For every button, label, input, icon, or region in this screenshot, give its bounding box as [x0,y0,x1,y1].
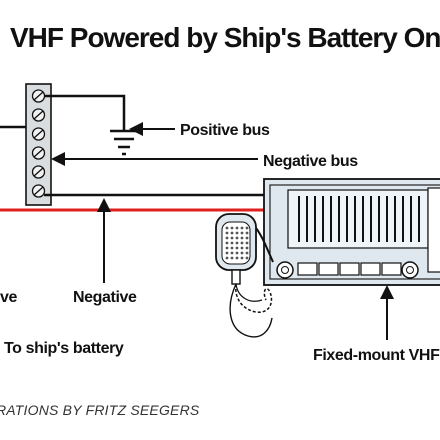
radio-knob [276,261,294,279]
diagram-title: VHF Powered by Ship's Battery Only [10,22,440,53]
battery-label: To ship's battery [4,340,124,357]
terminal-screw [31,89,46,103]
ground-icon [110,129,138,156]
terminal-screw [31,184,46,198]
speaker-grille [298,196,420,242]
positive-bus-label: Positive bus [180,122,270,139]
terminal-screw [31,146,46,160]
terminal-screw [31,108,46,122]
negative-label: Negative [73,289,137,306]
radio-knob [401,261,419,279]
illustration-credit: RATIONS BY FRITZ SEEGERS [0,402,200,418]
terminal-block-icon [25,83,52,206]
radio-button-row [297,262,402,276]
radio-label: Fixed-mount VHF r [313,347,440,364]
terminal-screw [31,165,46,179]
vhf-radio-icon [263,178,440,286]
terminal-screw [31,127,46,141]
negative-bus-label: Negative bus [263,153,358,170]
microphone-icon [215,213,274,338]
ground-wire [44,94,126,131]
positive-label: ive [0,289,18,306]
